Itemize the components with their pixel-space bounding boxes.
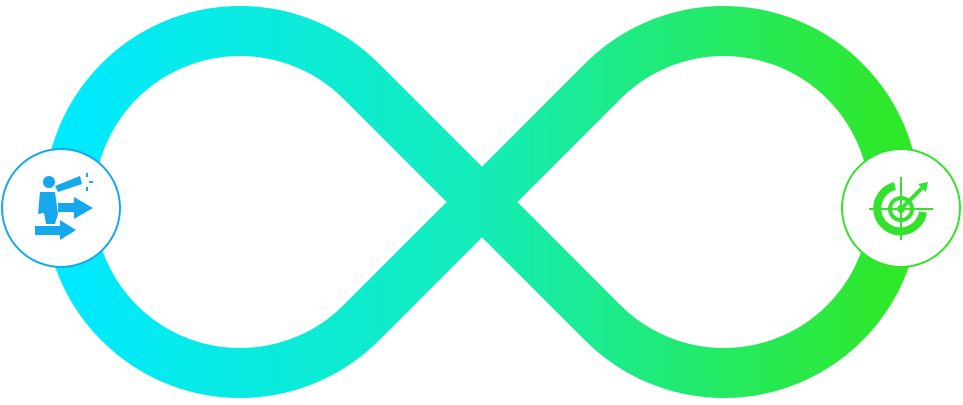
right-node: [841, 148, 961, 268]
infinity-loop: [44, 6, 920, 398]
businessman-telescope-vision-arrows-icon: [35, 173, 93, 240]
target-arrow-bullseye-icon: [869, 177, 933, 240]
left-node: [1, 148, 121, 268]
